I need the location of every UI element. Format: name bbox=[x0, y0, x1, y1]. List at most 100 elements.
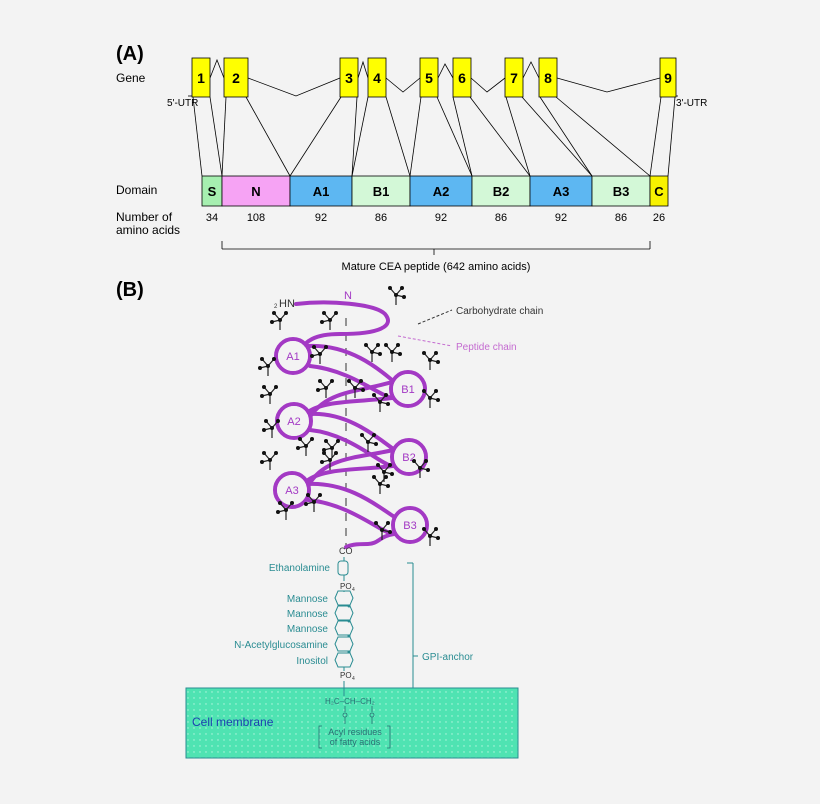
intron-7-8 bbox=[522, 61, 540, 79]
loop-label-a1: A1 bbox=[286, 351, 299, 363]
po4-top-sub: 4 bbox=[352, 587, 355, 593]
loop-b3 bbox=[391, 506, 429, 544]
loop-b2 bbox=[390, 438, 428, 476]
intron-3-4 bbox=[357, 60, 369, 79]
carbohydrate-chain bbox=[422, 389, 440, 408]
domain-label-b2: B2 bbox=[493, 184, 510, 199]
carbohydrate-chain bbox=[374, 521, 392, 540]
carbohydrate-chain bbox=[260, 451, 278, 470]
map-line bbox=[221, 96, 227, 177]
utr3-label: 3'-UTR bbox=[676, 98, 707, 109]
map-line bbox=[667, 96, 676, 177]
domain-label-b3: B3 bbox=[613, 184, 630, 199]
exon-2 bbox=[223, 57, 249, 98]
carbohydrate-chain bbox=[310, 345, 328, 364]
sugar-label: Mannose bbox=[287, 624, 329, 635]
exon-7 bbox=[504, 57, 524, 98]
loop-b1 bbox=[389, 370, 427, 408]
exon-8-label: 8 bbox=[544, 70, 552, 86]
mature-peptide-label: Mature CEA peptide (642 amino acids) bbox=[342, 261, 531, 273]
ethanolamine-label: Ethanolamine bbox=[269, 563, 331, 574]
carbohydrate-chain bbox=[372, 475, 390, 494]
exon-5 bbox=[419, 57, 439, 98]
sugar-ring bbox=[334, 636, 354, 652]
exon-2-label: 2 bbox=[232, 70, 240, 86]
utr5-label: 5'-UTR bbox=[167, 98, 198, 109]
carbohydrate-chain bbox=[347, 379, 365, 398]
carbohydrate-chain bbox=[364, 343, 382, 362]
sugar-label: Mannose bbox=[287, 594, 329, 605]
sugar-ring bbox=[334, 605, 354, 621]
aa-count-c: 26 bbox=[653, 212, 665, 224]
acyl-label-line2: of fatty acids bbox=[330, 737, 381, 747]
loop-label-b1: B1 bbox=[401, 384, 414, 396]
map-line bbox=[385, 96, 411, 177]
map-line bbox=[452, 96, 473, 177]
map-line bbox=[351, 96, 369, 177]
intron-8-9 bbox=[556, 77, 661, 93]
domain-a3 bbox=[529, 175, 593, 207]
carbohydrate-chain bbox=[316, 379, 334, 398]
aa-count-a3: 92 bbox=[555, 212, 567, 224]
domain-label-a2: A2 bbox=[433, 184, 450, 199]
aa-label-line1: Number of bbox=[116, 210, 173, 224]
intron-1-2 bbox=[209, 58, 225, 79]
map-line bbox=[469, 96, 531, 177]
peptide-chain-label: Peptide chain bbox=[456, 342, 517, 353]
carbohydrate-chain bbox=[372, 393, 390, 412]
exon-4 bbox=[367, 57, 387, 98]
map-line bbox=[436, 96, 473, 177]
intron-2-3 bbox=[247, 77, 341, 97]
map-line bbox=[539, 96, 593, 177]
loop-label-b3: B3 bbox=[403, 520, 416, 532]
exon-row: 1 2 3 4 5 6 7 8 9 bbox=[191, 57, 677, 98]
carbohydrate-chain bbox=[322, 439, 340, 458]
domain-label-a3: A3 bbox=[553, 184, 570, 199]
sugar-ring bbox=[334, 652, 354, 668]
sugar-label: N-Acetylglucosamine bbox=[234, 640, 328, 651]
domain-label-a1: A1 bbox=[313, 184, 330, 199]
carbohydrate-chain bbox=[412, 459, 430, 478]
domain-n bbox=[221, 175, 291, 207]
carbohydrate-chain bbox=[270, 311, 288, 330]
splice-connectors bbox=[188, 58, 678, 177]
nh2-subscript: 2 bbox=[274, 304, 278, 310]
acyl-links bbox=[318, 706, 391, 749]
carbohydrate-chain bbox=[422, 351, 440, 370]
carbohydrate-chain bbox=[320, 311, 338, 330]
map-line bbox=[245, 96, 291, 177]
po4-bottom-label: PO bbox=[340, 671, 352, 680]
map-line bbox=[289, 96, 342, 177]
cell-membrane-label: Cell membrane bbox=[192, 715, 274, 729]
sugar-ring bbox=[334, 590, 354, 606]
carbohydrate-chain bbox=[262, 419, 280, 438]
carbohydrate-chain bbox=[258, 357, 276, 376]
panel-a-label: (A) bbox=[116, 43, 144, 65]
aa-count-b2: 86 bbox=[495, 212, 507, 224]
carbohydrate-chain bbox=[260, 385, 278, 404]
carbohydrate-chain bbox=[304, 493, 322, 512]
loop-label-a3: A3 bbox=[285, 485, 298, 497]
domain-a1 bbox=[289, 175, 353, 207]
loop-label-a2: A2 bbox=[287, 416, 300, 428]
map-line bbox=[409, 96, 422, 177]
domain-b1 bbox=[351, 175, 411, 207]
carbohydrate-chain bbox=[422, 527, 440, 546]
exon-5-label: 5 bbox=[425, 70, 433, 86]
cell-membrane bbox=[185, 687, 519, 759]
gpi-anchor-label: GPI-anchor bbox=[422, 652, 474, 663]
carbohydrate-chain bbox=[360, 433, 378, 452]
aa-count-b1: 86 bbox=[375, 212, 387, 224]
map-line bbox=[649, 96, 662, 177]
intron-4-5 bbox=[385, 77, 421, 93]
peptide-pointer bbox=[397, 335, 453, 347]
exon-3 bbox=[339, 57, 359, 98]
carbohydrate-pointer bbox=[417, 309, 453, 325]
panel-b-label: (B) bbox=[116, 279, 144, 301]
po4-bottom-sub: 4 bbox=[352, 676, 355, 682]
acyl-label-line1: Acyl residues bbox=[328, 727, 382, 737]
exon-1 bbox=[191, 57, 211, 98]
carbohydrate-chain-label: Carbohydrate chain bbox=[456, 306, 543, 317]
